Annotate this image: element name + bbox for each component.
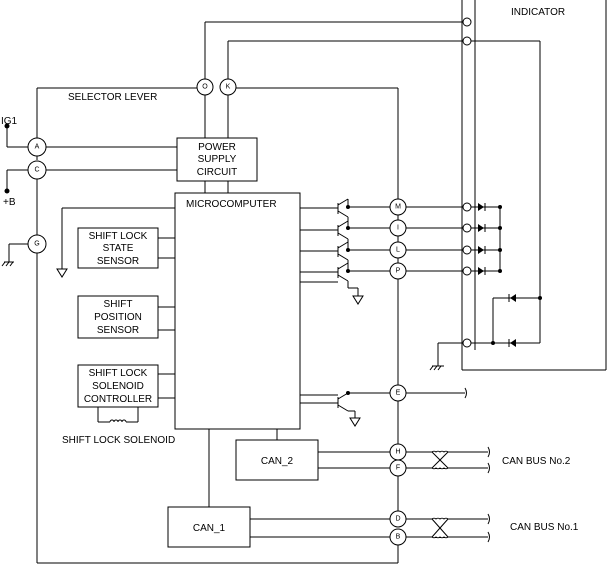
indicator-connector-p <box>462 266 472 276</box>
pin-O: O <box>196 78 214 96</box>
shift-lock-solenoid-label: SHIFT LOCK SOLENOID <box>62 435 175 446</box>
power-supply-circuit: POWER SUPPLY CIRCUIT <box>176 137 258 182</box>
pin-F: F <box>389 459 407 477</box>
indicator-unit: INDICATOR <box>429 0 607 371</box>
power-supply-line-2: SUPPLY <box>198 154 237 165</box>
svg-text:M: M <box>395 204 401 211</box>
svg-text:H: H <box>395 449 400 456</box>
svg-text:K: K <box>226 84 231 91</box>
svg-text:L: L <box>396 247 400 254</box>
svg-text:P: P <box>396 268 401 275</box>
pin-B: B <box>389 528 407 546</box>
indicator-connector-ground <box>462 338 472 348</box>
ig1-label: IG1 <box>1 116 18 127</box>
can-bus-1-lines: CAN BUS No.1 <box>406 513 579 543</box>
pin-P: P <box>389 262 407 280</box>
indicator-connector-i <box>462 223 472 233</box>
shift-lock-solenoid-controller: SHIFT LOCK SOLENOID CONTROLLER <box>77 364 175 408</box>
indicator-connector-m <box>462 202 472 212</box>
plus-b-input: +B <box>3 169 28 208</box>
can2-label: CAN_2 <box>261 456 294 467</box>
microcomputer-label: MICROCOMPUTER <box>186 199 277 210</box>
svg-text:C: C <box>34 167 39 174</box>
pin-A: A <box>27 137 47 157</box>
pin-I: I <box>389 219 407 237</box>
ig1-input: IG1 <box>1 116 28 148</box>
pin-C: C <box>27 160 47 180</box>
shift-position-sensor: SHIFT POSITION SENSOR <box>77 295 175 339</box>
can-bus-2-lines: CAN BUS No.2 <box>406 446 571 474</box>
pin-H: H <box>389 443 407 461</box>
plus-b-label: +B <box>3 197 16 208</box>
shift-lock-solenoid-coil: SHIFT LOCK SOLENOID <box>62 407 175 446</box>
pin-L: L <box>389 241 407 259</box>
svg-text:I: I <box>397 225 399 232</box>
svg-text:E: E <box>396 390 401 397</box>
solenoid-controller-line-3: CONTROLLER <box>84 394 152 405</box>
selector-lever-title: SELECTOR LEVER <box>68 92 157 103</box>
can1-block: CAN_1 <box>167 429 390 548</box>
micro-ground-icon <box>56 207 175 278</box>
indicator-connector-1 <box>462 17 472 27</box>
indicator-connector-2 <box>462 36 472 46</box>
shift-lock-state-line-1: SHIFT LOCK <box>89 231 148 242</box>
solenoid-controller-line-2: SOLENOID <box>92 381 144 392</box>
can1-label: CAN_1 <box>193 523 226 534</box>
selector-lever-outline: SELECTOR LEVER <box>36 87 399 564</box>
indicator-led-row-i <box>471 224 500 232</box>
can-bus-1-label: CAN BUS No.1 <box>510 522 579 533</box>
svg-text:F: F <box>396 465 400 472</box>
can2-block: CAN_2 <box>235 429 390 481</box>
solenoid-controller-line-1: SHIFT LOCK <box>89 368 148 379</box>
shift-position-line-3: SENSOR <box>97 325 139 336</box>
ground-g <box>1 243 28 267</box>
pin-M: M <box>389 198 407 216</box>
svg-text:B: B <box>396 534 401 541</box>
power-supply-line-1: POWER <box>198 142 236 153</box>
microcomputer-block: MICROCOMPUTER <box>174 192 301 430</box>
indicator-feed-wires <box>204 21 463 138</box>
indicator-led-row-l <box>471 246 500 254</box>
indicator-signal-wires <box>397 206 463 512</box>
indicator-title: INDICATOR <box>511 7 565 18</box>
output-transistors <box>300 198 390 305</box>
shift-lock-state-sensor: SHIFT LOCK STATE SENSOR <box>77 227 175 269</box>
indicator-led-row-m <box>471 203 500 211</box>
indicator-ground-icon <box>429 342 463 371</box>
shift-lock-state-line-3: SENSOR <box>97 256 139 267</box>
shift-position-line-1: SHIFT <box>104 299 133 310</box>
can-bus-2-label: CAN BUS No.2 <box>502 456 571 467</box>
pin-D: D <box>389 510 407 528</box>
svg-text:A: A <box>35 144 40 151</box>
indicator-connector-l <box>462 245 472 255</box>
indicator-illumination-leds <box>471 40 542 347</box>
e-output-transistor <box>300 387 467 427</box>
shift-position-line-2: POSITION <box>94 312 142 323</box>
indicator-led-row-p <box>471 267 500 275</box>
shift-lock-state-line-2: STATE <box>103 243 134 254</box>
svg-text:O: O <box>202 84 208 91</box>
svg-text:D: D <box>395 516 400 523</box>
pin-E: E <box>389 384 407 402</box>
pin-G: G <box>27 234 47 254</box>
pin-K: K <box>219 78 237 96</box>
power-supply-line-3: CIRCUIT <box>197 167 238 178</box>
svg-text:G: G <box>34 241 39 248</box>
